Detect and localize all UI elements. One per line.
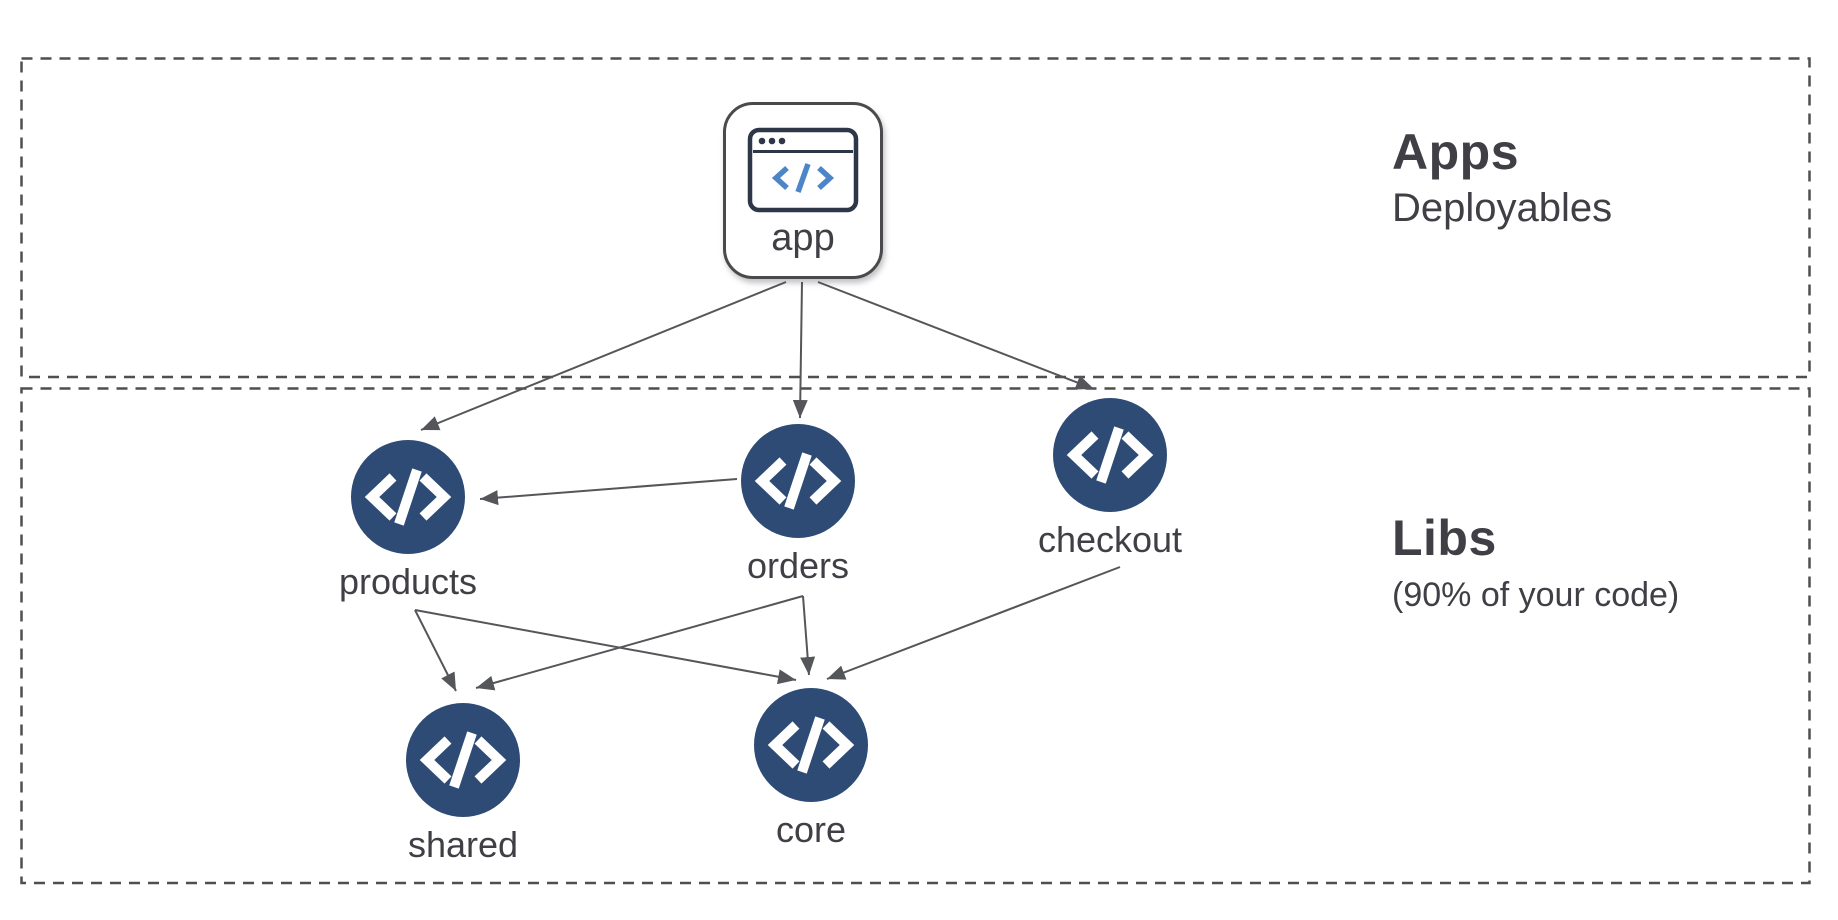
code-icon: [767, 716, 855, 774]
code-icon: [754, 452, 842, 510]
node-products-circle: [351, 440, 465, 554]
edge-products-to-core: [414, 609, 797, 685]
node-checkout: checkout: [990, 398, 1230, 561]
node-orders: orders: [678, 424, 918, 587]
browser-code-icon: [747, 127, 859, 213]
node-orders-circle: [741, 424, 855, 538]
node-core-label: core: [775, 809, 847, 850]
node-shared-circle: [406, 703, 520, 817]
libs-section-heading: Libs (90% of your code): [1392, 510, 1679, 614]
apps-section-title: Apps: [1392, 124, 1519, 180]
node-core-circle: [754, 688, 868, 802]
node-products-label: products: [338, 561, 478, 602]
code-icon: [419, 731, 507, 789]
edge-app-to-orders: [792, 281, 808, 419]
node-checkout-circle: [1053, 398, 1167, 512]
node-shared-label: shared: [407, 824, 519, 865]
apps-section-heading: Apps Deployables: [1392, 124, 1612, 231]
node-products: products: [288, 440, 528, 603]
edge-products-to-shared: [414, 609, 457, 692]
node-shared: shared: [343, 703, 583, 866]
edge-app-to-products: [420, 281, 787, 431]
code-icon: [364, 468, 452, 526]
node-checkout-label: checkout: [1037, 519, 1183, 560]
edge-orders-to-shared: [475, 595, 804, 691]
node-app: app: [723, 102, 883, 279]
edge-orders-to-core: [800, 595, 816, 676]
libs-section-title: Libs: [1392, 510, 1497, 566]
code-icon: [1066, 426, 1154, 484]
edge-app-to-checkout: [817, 281, 1095, 390]
node-orders-label: orders: [746, 545, 850, 586]
libs-section-subtitle: (90% of your code): [1392, 576, 1680, 614]
apps-section-subtitle: Deployables: [1392, 186, 1613, 230]
node-app-label: app: [771, 217, 835, 259]
node-core: core: [691, 688, 931, 851]
